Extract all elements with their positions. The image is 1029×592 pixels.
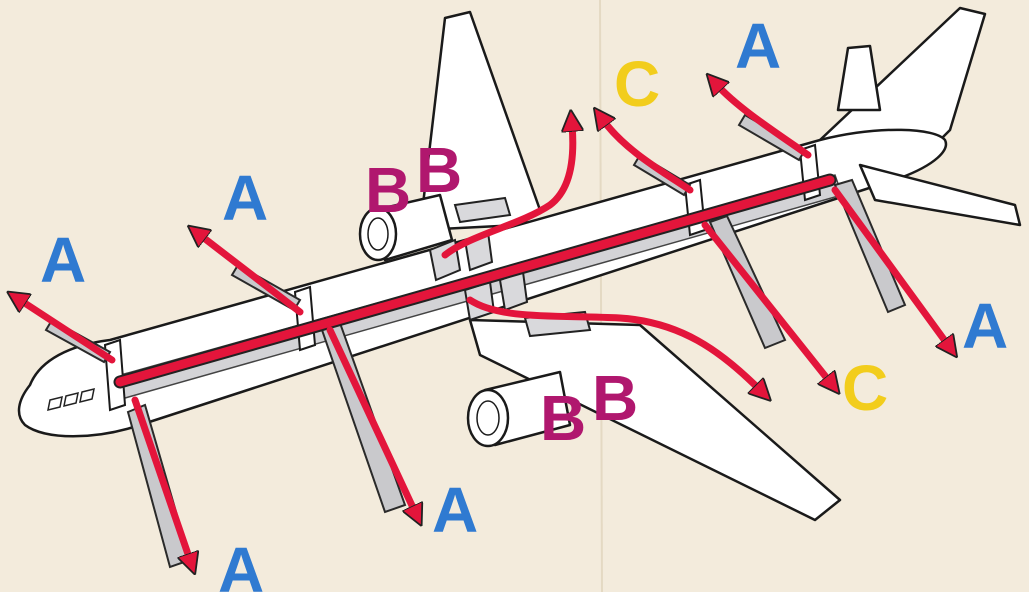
cockpit-windows — [47, 387, 95, 412]
label-b-near-2: B — [592, 362, 638, 434]
route-overwing-far — [441, 125, 573, 259]
route-mid-left — [200, 235, 304, 316]
route-aft-left — [717, 85, 812, 159]
label-a-front-bottom: A — [218, 534, 264, 592]
label-c-bottom: C — [842, 352, 888, 424]
evacuation-routes — [20, 85, 948, 560]
near-engine — [466, 370, 572, 448]
far-engine — [358, 193, 454, 262]
route-aftmid-left — [603, 120, 694, 194]
near-wing — [468, 318, 842, 522]
route-front-right — [131, 396, 190, 560]
route-aft-right — [831, 186, 948, 345]
right-horizontal-stabilizer — [858, 163, 1022, 227]
route-front-left — [20, 300, 116, 364]
route-aftmid-right — [701, 221, 830, 382]
label-a-aft-right: A — [962, 290, 1008, 362]
route-overwing-near — [466, 296, 760, 390]
label-a-mid-left: A — [222, 162, 268, 234]
label-b-far-1: B — [365, 154, 411, 226]
label-c-top: C — [614, 48, 660, 120]
route-mid-right — [326, 326, 415, 512]
exit-labels: A A A A A A B B B B C C — [40, 10, 1008, 592]
label-a-front-left: A — [40, 224, 86, 296]
label-a-aft-top: A — [735, 10, 781, 82]
label-a-mid-bottom: A — [432, 474, 478, 546]
route-main-spine — [115, 175, 835, 387]
label-b-far-2: B — [416, 134, 462, 206]
page-fold — [599, 0, 603, 592]
label-b-near-1: B — [540, 382, 586, 454]
left-horizontal-stabilizer — [836, 44, 882, 112]
